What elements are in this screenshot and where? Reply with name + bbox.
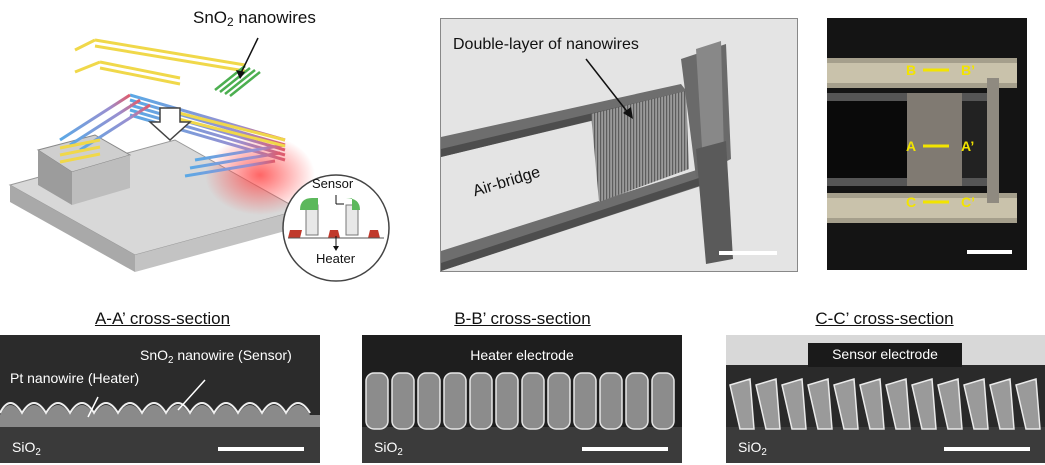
marker-c: C [906, 194, 917, 210]
sem-tilted-drawing [441, 41, 733, 271]
scale-bar [967, 250, 1012, 254]
double-layer-arrow [585, 58, 633, 119]
sensor-electrode-box [808, 343, 962, 367]
heater-electrode-label: Heater electrode [470, 347, 574, 363]
sensor-frame-lower [59, 110, 286, 164]
marker-b-prime: B’ [961, 62, 975, 78]
marker-b: B [906, 62, 917, 78]
sio2-label: SiO2 [374, 439, 403, 458]
marker-a-prime: A’ [961, 138, 975, 154]
sem-cross-section-a: SnO2 nanowire (Sensor) Pt nanowire (Heat… [0, 335, 320, 463]
device-schematic-drawing [8, 37, 390, 282]
scale-bar [719, 251, 777, 255]
sensor-frame-upper [74, 38, 246, 86]
scale-bar [218, 447, 304, 451]
sem-cross-section-b: Heater electrode SiO2 [362, 335, 682, 463]
assembly-arrow [148, 107, 192, 142]
sem-tilted-image: Double-layer of nanowires Air-bridge [440, 18, 798, 272]
pt-heater-label: Pt nanowire (Heater) [10, 370, 140, 386]
sem-cross-section-c: Sensor electrode SiO2 [726, 335, 1045, 463]
sno2-sensor-label: SnO2 nanowire (Sensor) [140, 347, 292, 366]
sio2-label: SiO2 [738, 439, 767, 458]
marker-c-prime: C’ [961, 194, 975, 210]
double-layer-label: Double-layer of nanowires [453, 36, 639, 53]
inset-cross-section [288, 195, 384, 251]
sno2-nanowires-label: SnO2 nanowires [193, 8, 316, 29]
inset-heater-label: Heater [316, 251, 356, 266]
substrate-side [135, 210, 300, 272]
label-arrow [239, 37, 259, 76]
device-schematic: SnO2 nanowires Sensor Heater [0, 0, 420, 290]
scale-bar [944, 447, 1030, 451]
scale-bar [582, 447, 668, 451]
sem-a-drawing [0, 335, 320, 463]
optical-drawing [827, 58, 1017, 223]
caption-a-a: A-A’ cross-section [94, 309, 231, 328]
sem-b-drawing [362, 335, 682, 463]
marker-a: A [906, 138, 917, 154]
sensor-electrode-label: Sensor electrode [832, 346, 938, 362]
substrate-front [10, 185, 135, 272]
sio2-label: SiO2 [12, 439, 41, 458]
caption-b-b: B-B’ cross-section [454, 309, 591, 328]
inset-sensor-label: Sensor [312, 176, 354, 191]
caption-c-c: C-C’ cross-section [815, 309, 954, 328]
optical-top-view: B B’ A A’ C C’ [827, 18, 1027, 270]
